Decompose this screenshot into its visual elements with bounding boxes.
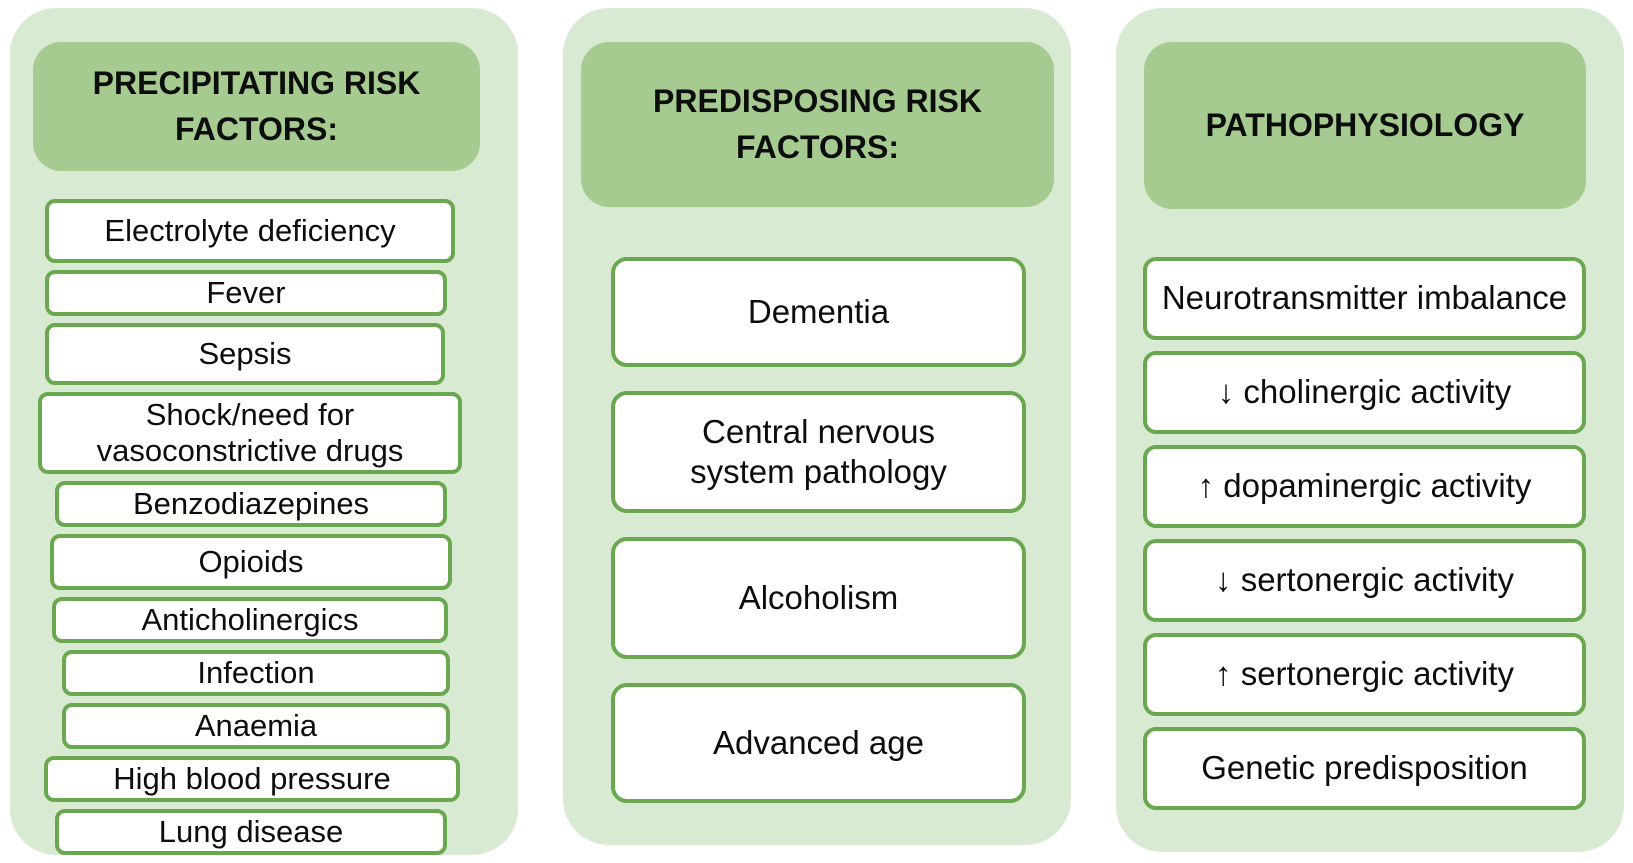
item-list-pathophysiology: Neurotransmitter imbalance ↓ cholinergic … <box>1116 257 1624 810</box>
item-box: ↑ dopaminergic activity <box>1143 445 1586 528</box>
item-box: Anticholinergics <box>52 597 448 644</box>
item-box: ↓ sertonergic activity <box>1143 539 1586 622</box>
item-box: Opioids <box>50 534 452 591</box>
panel-header-precipitating: PRECIPITATING RISK FACTORS: <box>33 42 480 172</box>
item-box: Anaemia <box>62 703 450 750</box>
item-box: High blood pressure <box>44 756 460 803</box>
item-box: Advanced age <box>611 683 1026 803</box>
item-box: Genetic predisposition <box>1143 727 1586 810</box>
item-box: Dementia <box>611 257 1026 367</box>
item-box: ↑ sertonergic activity <box>1143 633 1586 716</box>
item-box: Central nervous system pathology <box>611 391 1026 513</box>
panel-title-predisposing: PREDISPOSING RISK FACTORS: <box>653 83 982 165</box>
panel-header-pathophysiology: PATHOPHYSIOLOGY <box>1144 42 1586 209</box>
item-box: ↓ cholinergic activity <box>1143 351 1586 434</box>
item-box: Alcoholism <box>611 537 1026 659</box>
item-box: Shock/need for vasoconstrictive drugs <box>38 392 462 475</box>
panel-precipitating-risk-factors: PRECIPITATING RISK FACTORS: Electrolyte … <box>10 8 518 855</box>
item-box: Infection <box>62 650 450 697</box>
item-box: Fever <box>45 270 447 317</box>
panel-pathophysiology: PATHOPHYSIOLOGY Neurotransmitter imbalan… <box>1116 8 1624 852</box>
item-box: Neurotransmitter imbalance <box>1143 257 1586 340</box>
panel-header-predisposing: PREDISPOSING RISK FACTORS: <box>581 42 1054 207</box>
item-box: Benzodiazepines <box>55 481 447 528</box>
item-box: Electrolyte deficiency <box>45 199 455 264</box>
item-box: Lung disease <box>55 809 447 855</box>
panel-title-pathophysiology: PATHOPHYSIOLOGY <box>1205 106 1525 143</box>
panel-title-precipitating: PRECIPITATING RISK FACTORS: <box>92 65 421 147</box>
item-box: Sepsis <box>45 323 445 386</box>
